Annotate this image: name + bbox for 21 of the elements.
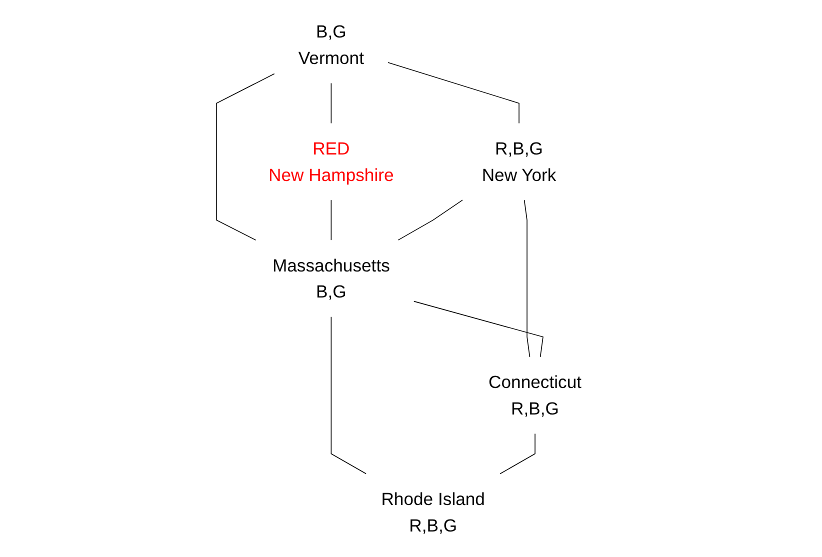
node-text: Connecticut [488, 372, 582, 392]
connector [216, 73, 275, 240]
connector [524, 200, 530, 358]
connector [330, 316, 366, 474]
connector [413, 300, 544, 358]
node-text: New Hampshire [268, 164, 394, 185]
connector [398, 200, 463, 240]
node-label: R,B,G [409, 515, 458, 536]
node-label: B,G [316, 22, 346, 42]
connector [330, 82, 332, 124]
node-text: Massachusetts [272, 255, 390, 276]
node-text: Vermont [298, 48, 364, 68]
node-label: R,B,G [511, 398, 559, 419]
node-label: R,B,G [495, 138, 543, 158]
node-text: New York [482, 164, 556, 185]
node-label: RED [312, 138, 350, 158]
node-label: B,G [316, 282, 346, 302]
connector [330, 200, 332, 240]
connector [500, 433, 536, 474]
node-text: Rhode Island [381, 488, 485, 509]
connector [388, 62, 520, 124]
